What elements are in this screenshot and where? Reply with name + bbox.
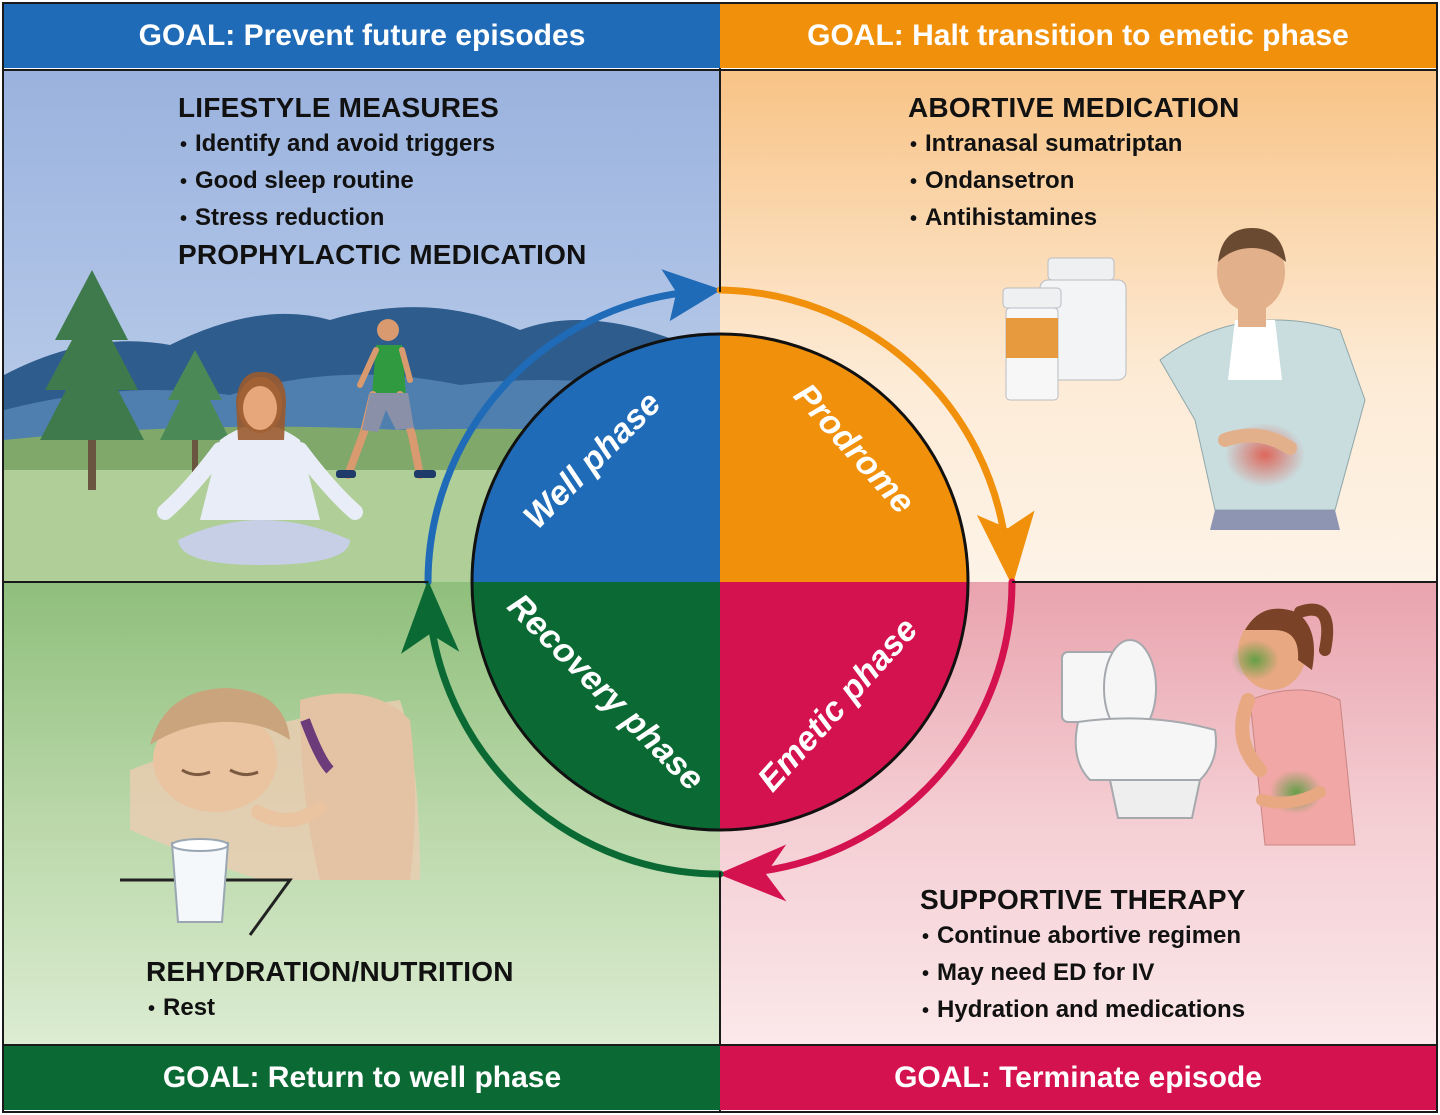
bullet: • <box>910 134 918 156</box>
prophylactic-medication-heading: PROPHYLACTIC MEDICATION <box>178 239 587 270</box>
list-item-text: Antihistamines <box>925 204 1098 231</box>
list-item-text: Intranasal sumatriptan <box>925 130 1183 157</box>
bullet: • <box>180 208 188 230</box>
bullet: • <box>922 963 930 985</box>
list-item-text: Stress reduction <box>195 204 385 231</box>
emetic-phase-text: SUPPORTIVE THERAPY • Continue abortive re… <box>920 882 1246 1029</box>
well-phase-text: LIFESTYLE MEASURES • Identify and avoid t… <box>178 90 587 273</box>
list-item: • Hydration and medications <box>920 992 1246 1029</box>
goal-banner-recovery: GOAL: Return to well phase <box>4 1046 720 1110</box>
recovery-phase-text: REHYDRATION/NUTRITION • Rest <box>146 954 514 1027</box>
goal-banner-prodrome: GOAL: Halt transition to emetic phase <box>720 4 1436 68</box>
goal-banner-emetic: GOAL: Terminate episode <box>720 1046 1436 1110</box>
bullet: • <box>180 171 188 193</box>
list-item-text: May need ED for IV <box>937 959 1155 986</box>
supportive-therapy-heading: SUPPORTIVE THERAPY <box>920 884 1246 915</box>
list-item-text: Rest <box>163 994 216 1021</box>
prodrome-text: ABORTIVE MEDICATION • Intranasal sumatrip… <box>908 90 1240 237</box>
bullet: • <box>922 926 930 948</box>
list-item: • Antihistamines <box>908 200 1240 237</box>
list-item: • Rest <box>146 990 514 1027</box>
list-item-text: Ondansetron <box>925 167 1075 194</box>
list-item: • Intranasal sumatriptan <box>908 126 1240 163</box>
list-item-text: Identify and avoid triggers <box>195 130 496 157</box>
list-item-text: Good sleep routine <box>195 167 414 194</box>
bullet: • <box>180 134 188 156</box>
bullet: • <box>922 1000 930 1022</box>
list-item: • May need ED for IV <box>920 955 1246 992</box>
list-item-text: Hydration and medications <box>937 996 1246 1023</box>
bullet: • <box>148 998 156 1020</box>
bullet: • <box>910 208 918 230</box>
list-item: • Continue abortive regimen <box>920 918 1246 955</box>
bullet: • <box>910 171 918 193</box>
goal-banner-well: GOAL: Prevent future episodes <box>4 4 720 68</box>
list-item: • Stress reduction <box>178 200 587 237</box>
list-item: • Good sleep routine <box>178 163 587 200</box>
lifestyle-measures-heading: LIFESTYLE MEASURES <box>178 92 499 123</box>
abortive-medication-heading: ABORTIVE MEDICATION <box>908 92 1240 123</box>
list-item: • Identify and avoid triggers <box>178 126 587 163</box>
list-item: • Ondansetron <box>908 163 1240 200</box>
rehydration-nutrition-heading: REHYDRATION/NUTRITION <box>146 956 514 987</box>
list-item-text: Continue abortive regimen <box>937 922 1242 949</box>
